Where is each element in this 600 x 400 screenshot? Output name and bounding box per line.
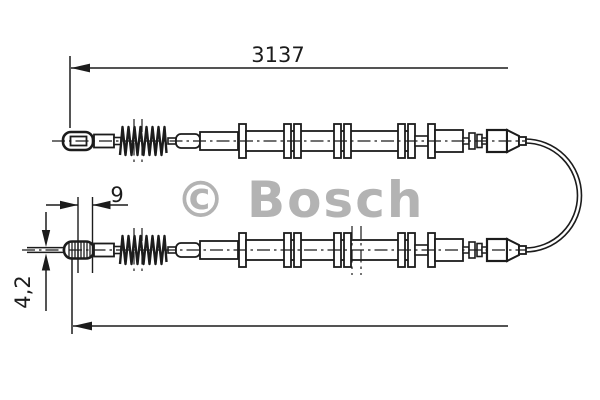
arrow-left-icon (71, 63, 90, 73)
cable-top-view (52, 117, 528, 165)
dimension-fitting-width: 9 (46, 183, 128, 273)
cable-u-bend (524, 138, 583, 253)
arrow-right-icon (60, 200, 78, 210)
arrow-left-icon (92, 200, 111, 210)
arrow-down-icon (41, 230, 51, 247)
bosch-watermark: © Bosch (176, 171, 425, 229)
cable-diameter-value: 4,2 (11, 275, 35, 308)
dimension-total-length: 3137 (69, 43, 508, 128)
cable-bottom-view (22, 226, 528, 275)
fitting-width-value: 9 (110, 183, 123, 207)
total-length-value: 3137 (251, 43, 304, 67)
dimension-lower-reference (71, 258, 508, 334)
arrow-left-icon (73, 321, 92, 331)
arrow-up-icon (41, 253, 51, 271)
dimension-cable-diameter: 4,2 (11, 212, 51, 311)
